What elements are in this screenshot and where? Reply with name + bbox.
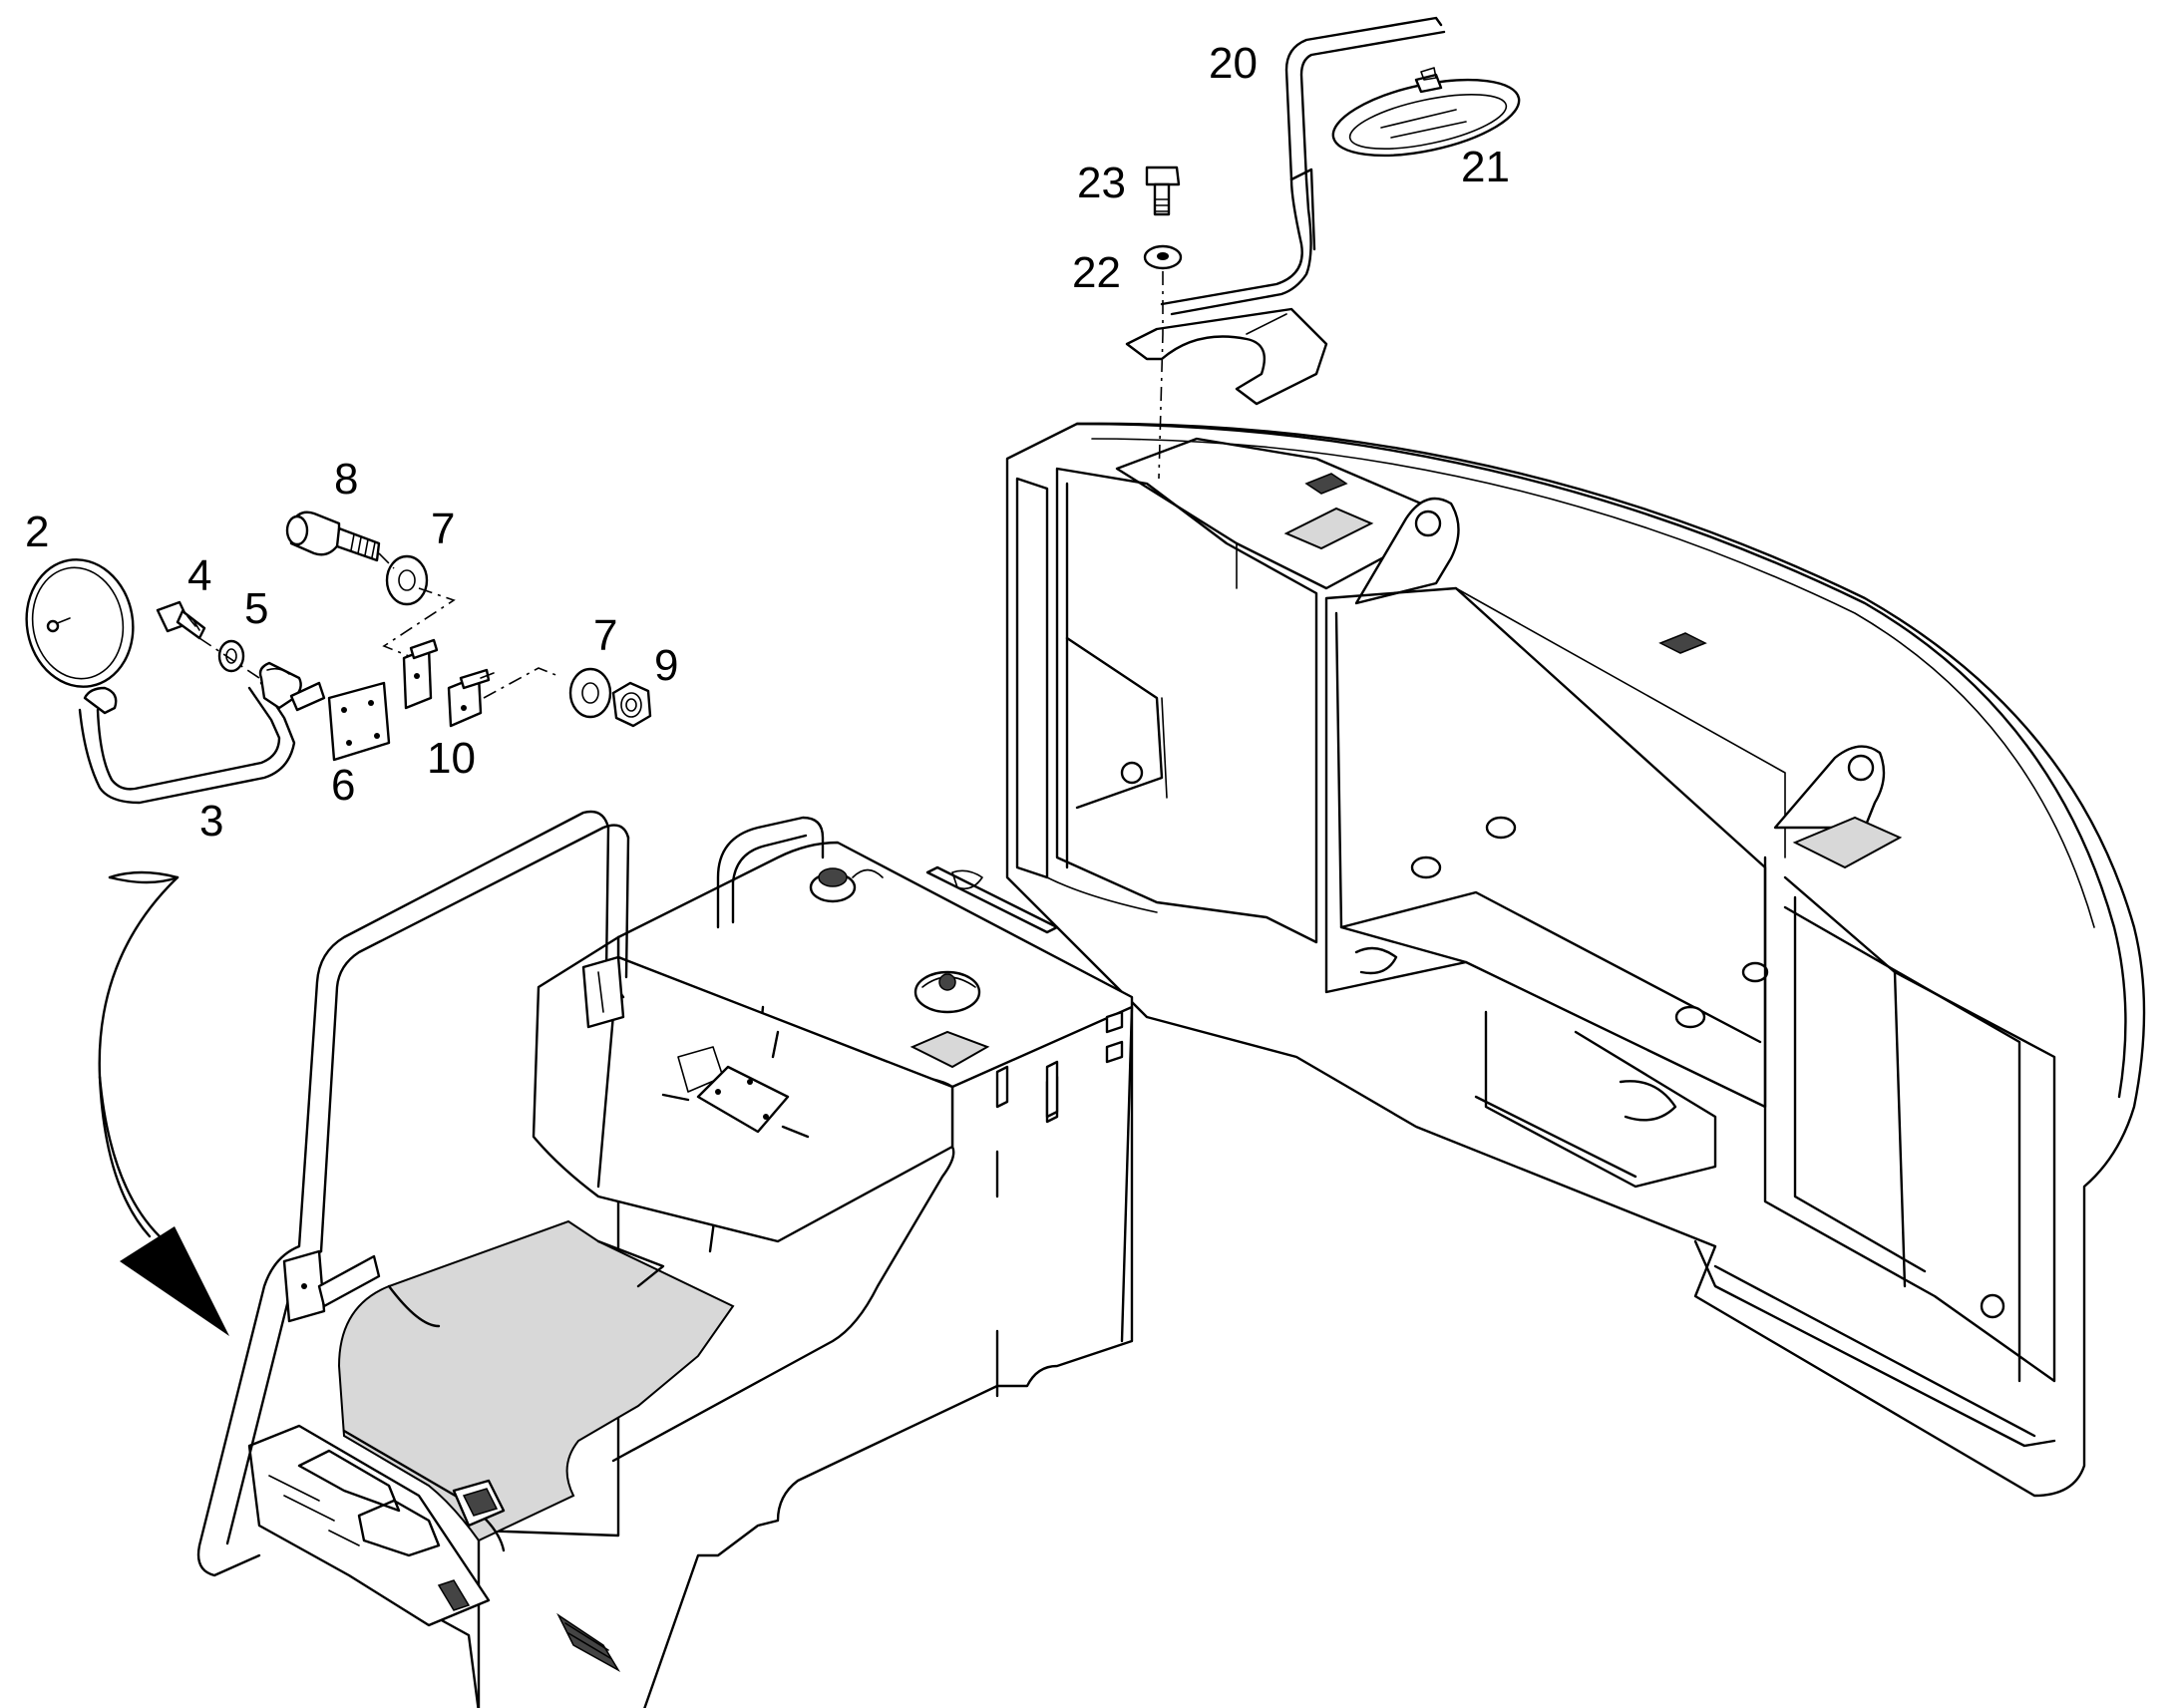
- item-4-screw: [156, 600, 206, 640]
- rotation-arrow: [98, 870, 229, 1336]
- item-22-washer: [1143, 244, 1183, 270]
- item-9-nut: [611, 681, 652, 728]
- assembly-line-8: [378, 552, 456, 661]
- callout-23: 23: [1077, 159, 1126, 207]
- callout-20: 20: [1209, 39, 1258, 88]
- callout-3: 3: [199, 797, 223, 846]
- assembly-line-20: [1158, 271, 1164, 480]
- item-3-mirror-arm: [78, 681, 296, 805]
- item-3-clamp: [258, 661, 326, 712]
- item-6-plate: [327, 681, 391, 762]
- item-8-bolt: [285, 511, 381, 562]
- vent-grid: [556, 1612, 621, 1673]
- counterweight-housing: [1005, 422, 2146, 1498]
- callout-8: 8: [334, 455, 358, 504]
- item-7-washer-b: [568, 667, 612, 719]
- item-2-mirror-head: [25, 558, 135, 688]
- callout-7a: 7: [431, 505, 455, 553]
- callout-5: 5: [244, 584, 268, 633]
- item-5-washer: [217, 639, 245, 673]
- operator-console: [247, 816, 1134, 1708]
- item-23-bolt: [1145, 166, 1181, 216]
- callout-9: 9: [654, 641, 678, 690]
- frame-hoop: [196, 810, 630, 1577]
- callout-2: 2: [25, 508, 49, 556]
- callout-labels: 2 3 4 5 6 7 7 8 9 10 20 21 22 23: [25, 39, 1510, 846]
- item-10-clips: [402, 638, 495, 728]
- callout-4: 4: [187, 551, 211, 600]
- assembly-line-10: [483, 667, 559, 699]
- item-21-mirror: [1331, 67, 1521, 158]
- callout-10: 10: [427, 734, 476, 783]
- item-20-bracket: [1125, 16, 1446, 406]
- item-7-washer-a: [385, 554, 429, 606]
- callout-22: 22: [1072, 248, 1121, 297]
- callout-21: 21: [1461, 143, 1510, 191]
- callout-7b: 7: [593, 611, 617, 660]
- callout-6: 6: [331, 761, 355, 810]
